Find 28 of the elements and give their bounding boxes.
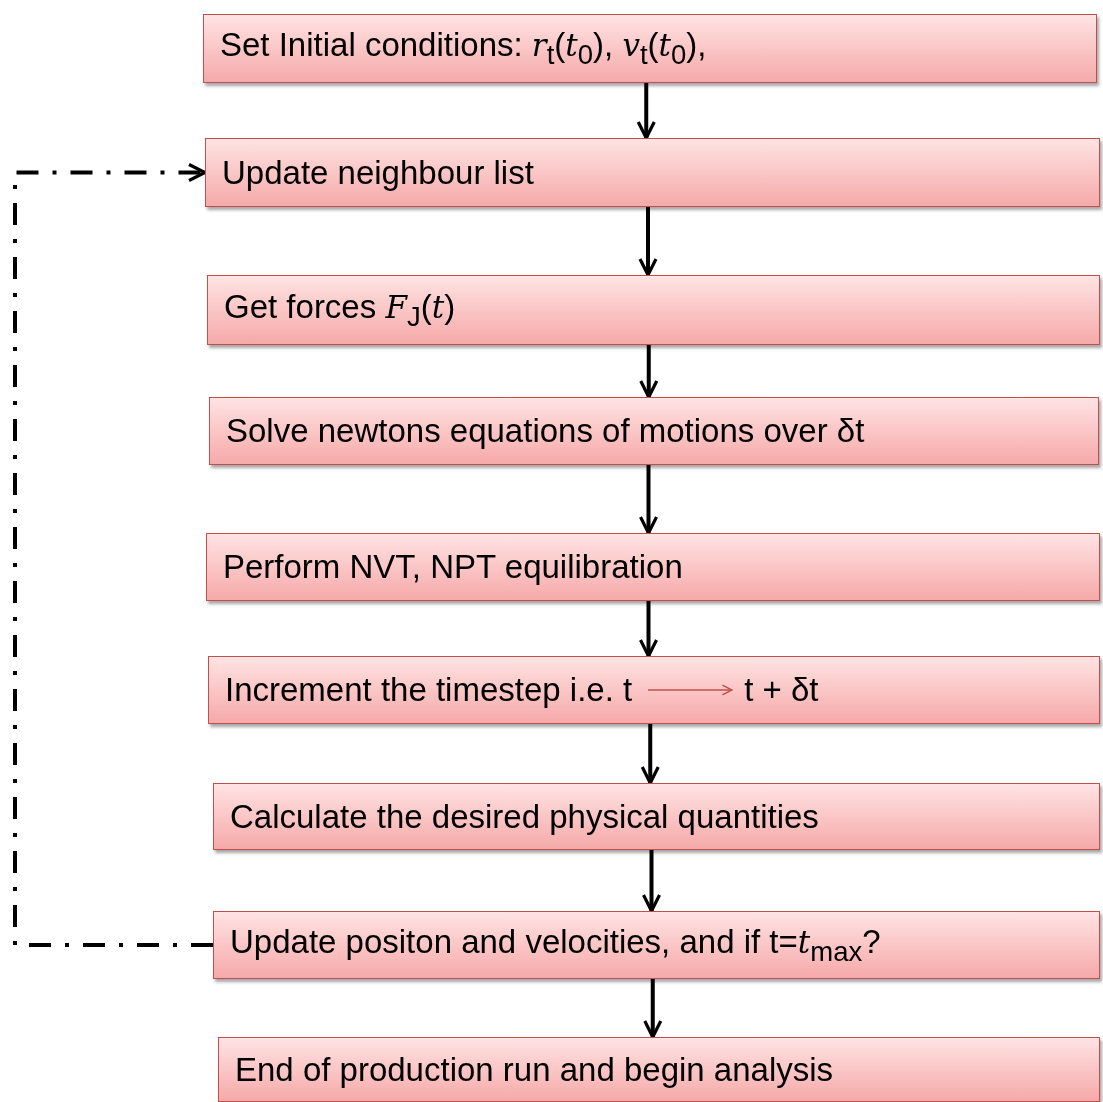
box-text: End of production run and begin analysis <box>235 1050 834 1089</box>
process-box <box>205 138 1100 207</box>
arrow <box>636 83 656 140</box>
box-text: Solve newtons equations of motions over δt <box>226 412 865 450</box>
arrow <box>639 345 659 399</box>
arrow <box>638 207 658 277</box>
process-box <box>209 397 1099 465</box>
box-text: Increment the timestep i.e. t <box>225 671 633 709</box>
box-text: Calculate the desired physical quantities <box>230 797 819 836</box>
process-box <box>213 911 1100 979</box>
process-box <box>213 783 1100 850</box>
arrow <box>638 601 659 658</box>
process-box <box>203 14 1097 83</box>
process-box <box>218 1037 1100 1102</box>
box-text: Update positon and velocities, and if t=t$_{max}$? <box>230 922 881 968</box>
box-text: Get forces F$_{J}$(t) <box>224 287 456 333</box>
process-box <box>207 275 1100 345</box>
box-text: Perform NVT, NPT equilibration <box>223 548 683 586</box>
box-text: Update neighbour list <box>222 153 534 192</box>
arrow <box>638 465 659 535</box>
arrow <box>641 850 662 913</box>
arrow <box>643 979 663 1039</box>
arrow <box>640 724 660 785</box>
dash-dot-arrow <box>13 162 213 947</box>
box-text: t + δt <box>744 671 819 709</box>
box-text: Set Initial conditions: r$_{t}$(t$_{0}$), v$_{t}$(t$_{0}$), <box>220 26 707 71</box>
process-box <box>208 656 1100 724</box>
process-box <box>206 533 1100 601</box>
